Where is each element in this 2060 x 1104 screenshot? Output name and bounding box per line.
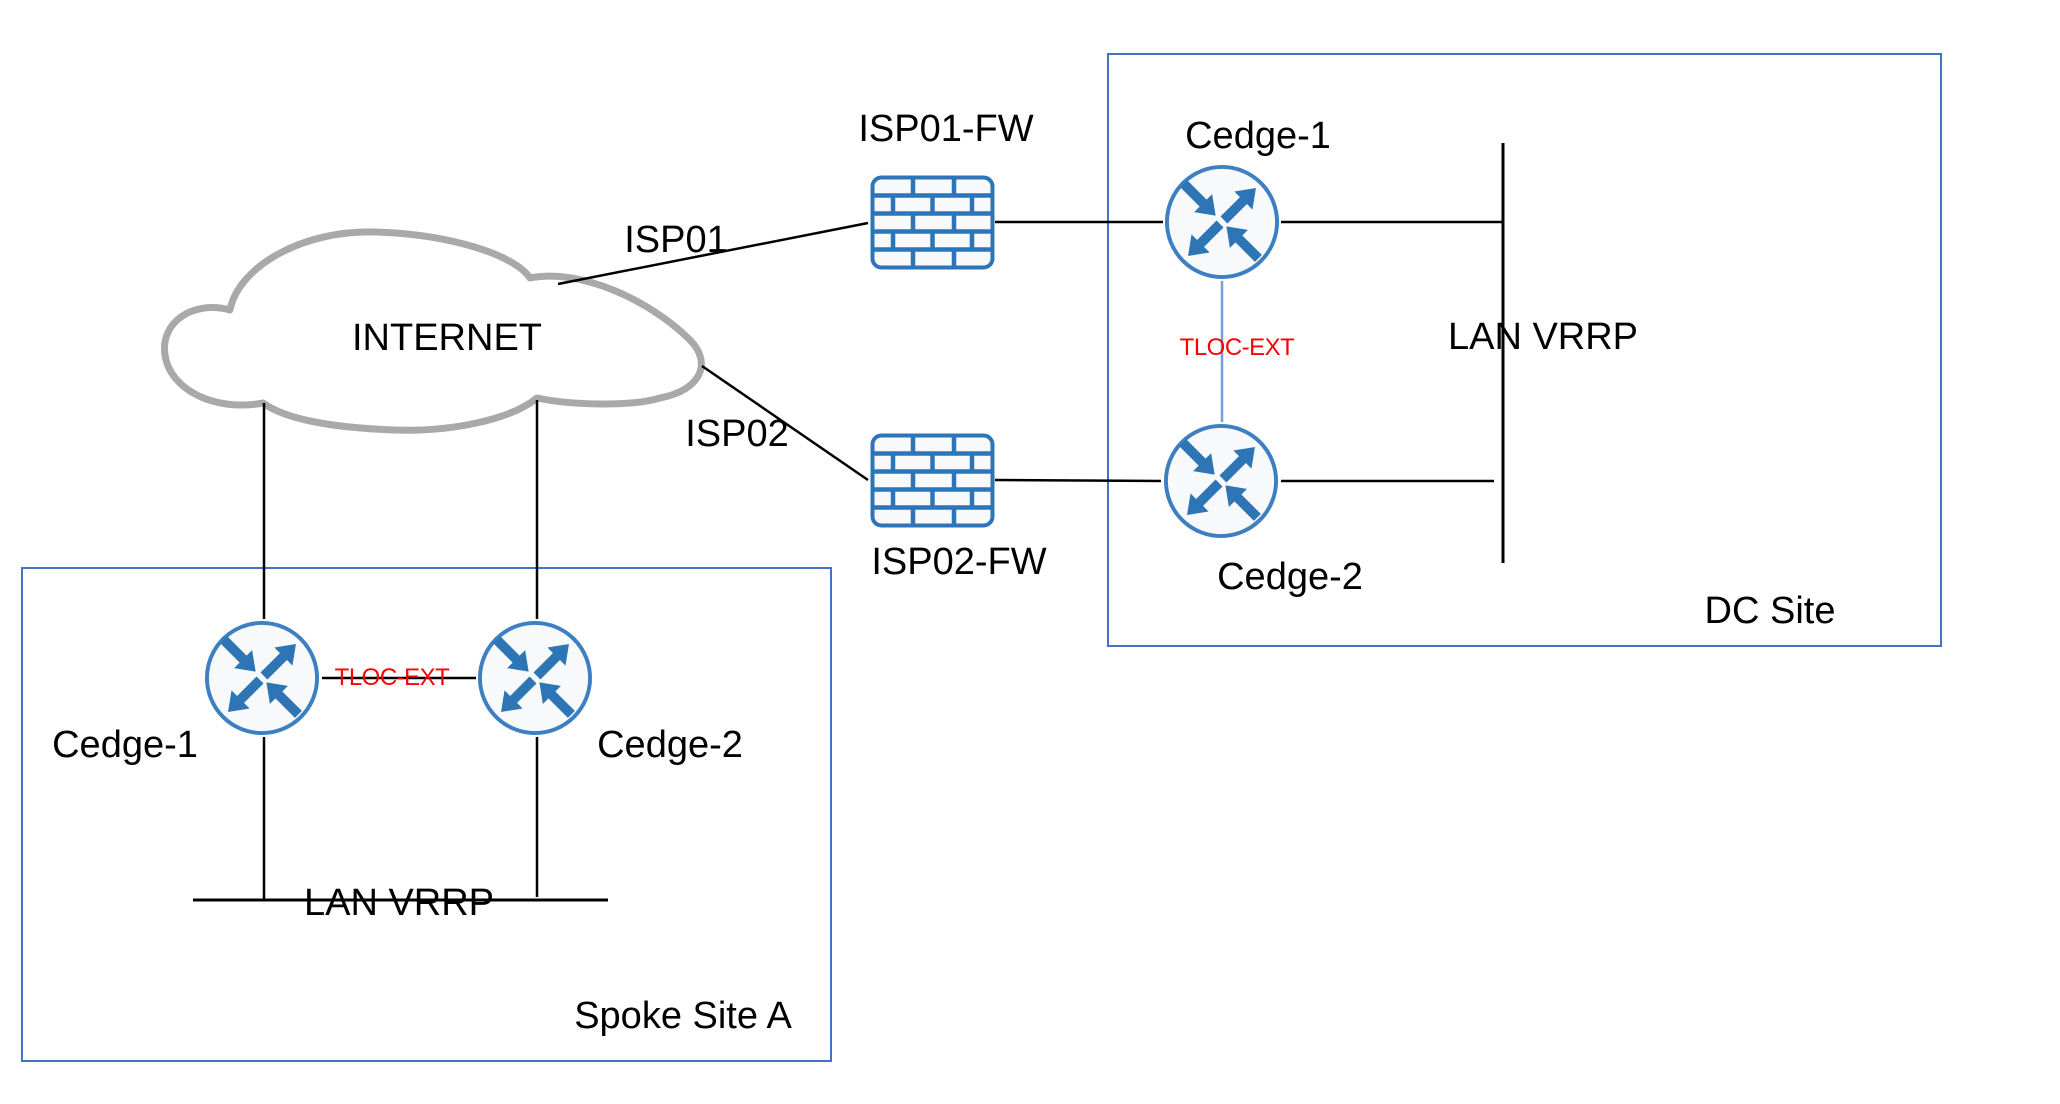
firewall-isp02-label: ISP02-FW	[871, 541, 1047, 584]
fw2-to-dc-cedge2-line	[994, 478, 1162, 483]
isp02-link-line	[701, 364, 869, 482]
isp01-link-label: ISP01	[624, 219, 728, 262]
dc-site-title: DC Site	[1704, 590, 1836, 633]
spoke-cedge1-label: Cedge-1	[52, 724, 198, 767]
spoke-tloc-ext-label: TLOC-EXT	[334, 663, 450, 691]
dc-site-box	[1107, 53, 1942, 647]
spoke-site-title: Spoke Site A	[574, 995, 792, 1038]
firewall-isp01-label: ISP01-FW	[858, 108, 1034, 151]
isp01-link-line	[557, 221, 869, 286]
dc-lan-vrrp-label: LAN VRRP	[1447, 316, 1639, 359]
dc-cedge1-router-icon	[1163, 163, 1281, 281]
spoke-cedge2-router-icon	[476, 619, 594, 737]
isp02-link-label: ISP02	[685, 413, 789, 456]
firewall-isp01-icon	[870, 175, 995, 270]
dc-cedge2-router-icon	[1162, 422, 1280, 540]
spoke-lan-vrrp-label: LAN VRRP	[303, 882, 495, 925]
spoke-cedge1-router-icon	[203, 619, 321, 737]
spoke-cedge2-label: Cedge-2	[597, 724, 743, 767]
dc-tloc-ext-label: TLOC-EXT	[1179, 333, 1295, 361]
internet-label: INTERNET	[352, 317, 542, 360]
dc-cedge1-label: Cedge-1	[1185, 115, 1331, 158]
spoke-site-box	[21, 567, 832, 1062]
firewall-isp02-icon	[870, 433, 995, 528]
dc-cedge2-label: Cedge-2	[1217, 556, 1363, 599]
